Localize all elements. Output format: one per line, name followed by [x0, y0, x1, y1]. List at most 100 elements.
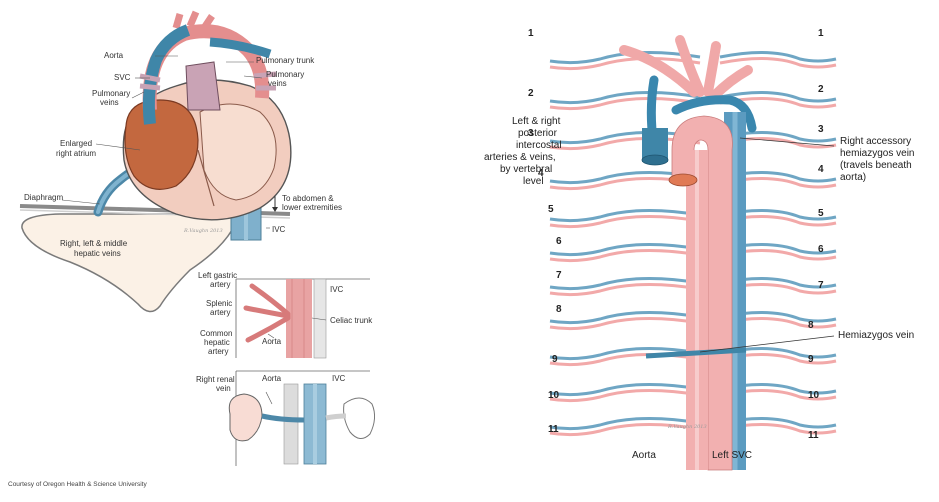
renal-aorta-label: Aorta — [262, 374, 282, 383]
down-arrow-icon — [272, 196, 278, 212]
celiac-aorta-label: Aorta — [262, 337, 282, 346]
right-vertebral-number: 5 — [818, 208, 824, 219]
left-vertebral-number: 10 — [548, 390, 560, 401]
right-vertebral-number: 4 — [818, 164, 824, 175]
left-vertebral-number: 2 — [528, 88, 534, 99]
left-intercostal-artery — [549, 96, 701, 111]
pulmonary-veins-right-label-2: veins — [268, 79, 287, 88]
left-intercostal-vein — [549, 90, 701, 105]
renal-aorta — [283, 383, 299, 465]
artist-signature: R.Vaughn 2013 — [183, 228, 223, 234]
intercostal-title-5: by vertebral — [500, 164, 552, 175]
enlarged-atrium-label-1: Enlarged — [60, 139, 92, 148]
common-hepatic-label-2: hepatic — [204, 338, 230, 347]
diaphragm-label: Diaphragm — [24, 193, 63, 202]
credit-text: Courtesy of Oregon Health & Science Univ… — [8, 481, 147, 488]
right-vertebral-number: 1 — [818, 28, 824, 39]
pulmonary-veins-left-label-2: veins — [100, 98, 119, 107]
left-gastric-label-2: artery — [210, 280, 230, 289]
left-vertebral-number: 6 — [556, 236, 562, 247]
left-vertebral-number: 8 — [556, 304, 562, 315]
right-accessory-label-3: (travels beneath — [840, 160, 912, 171]
right-intercostal-artery — [719, 57, 837, 69]
left-intercostal-vein — [549, 242, 701, 257]
right-vertebral-number: 7 — [818, 280, 824, 291]
left-intercostal-vein — [549, 208, 701, 223]
left-intercostal-artery — [549, 56, 701, 71]
intercostal-title-2: posterior — [518, 128, 558, 139]
spine-artist-signature: R.Vaughn 2013 — [667, 424, 707, 430]
right-vertebral-number: 9 — [808, 354, 814, 365]
svc-cut-end — [641, 154, 669, 166]
left-intercostal-vein — [549, 382, 701, 397]
enlarged-atrium-label-2: right atrium — [56, 149, 96, 158]
pulmonary-trunk-label: Pulmonary trunk — [256, 56, 315, 65]
renal-panel: Right renal vein Aorta IVC — [196, 370, 376, 466]
left-intercostal-artery — [549, 248, 701, 263]
right-accessory-label-1: Right accessory — [840, 136, 911, 147]
left-intercostal-artery — [549, 422, 701, 437]
celiac-trunk-label: Celiac trunk — [330, 316, 373, 325]
left-intercostal-vein — [549, 130, 701, 145]
spine-panel: Left & right posterior intercostal arter… — [484, 28, 914, 471]
right-accessory-label-2: hemiazygos vein — [840, 148, 914, 159]
heart-aorta-label: Aorta — [104, 51, 124, 60]
pulmonary-veins-right-label-1: Pulmonary — [266, 70, 304, 79]
intercostal-title-4: arteries & veins, — [484, 152, 556, 163]
heart-ivc-label: IVC — [272, 225, 286, 234]
left-intercostal-artery — [549, 316, 701, 331]
celiac-panel: Left gastric artery Splenic artery Commo… — [198, 271, 373, 359]
intercostal-title-1: Left & right — [512, 116, 561, 127]
common-hepatic-label-1: Common — [200, 329, 232, 338]
splenic-label-2: artery — [210, 308, 230, 317]
left-vertebral-number: 3 — [528, 128, 534, 139]
left-intercostal-vein — [549, 346, 701, 361]
left-intercostal-vein — [549, 50, 701, 65]
renal-ivc-label: IVC — [332, 374, 346, 383]
aorta-cut-end — [668, 173, 698, 187]
right-intercostal-artery — [719, 97, 837, 109]
right-vertebral-number: 3 — [818, 124, 824, 135]
pulmonary-trunk — [185, 61, 221, 111]
right-intercostal-vein — [719, 91, 837, 103]
right-atrium — [124, 99, 199, 190]
left-intercostal-vein — [549, 170, 701, 185]
to-abdomen-label-2: lower extremities — [282, 203, 342, 212]
right-vertebral-numbers: 1 2 3 4 5 6 7 8 9 10 11 — [808, 28, 824, 441]
right-intercostal-vein — [719, 51, 837, 63]
right-vertebral-number: 2 — [818, 84, 824, 95]
left-svc-label: Left SVC — [712, 450, 752, 461]
aortic-arch-branches — [619, 35, 753, 101]
left-intercostal-vein — [549, 276, 701, 291]
right-renal-label-1: Right renal — [196, 375, 235, 384]
right-vertebral-number: 8 — [808, 320, 814, 331]
pulmonary-veins-left-label-1: Pulmonary — [92, 89, 130, 98]
right-vertebral-number: 11 — [808, 430, 819, 441]
left-vertebral-number: 11 — [548, 424, 559, 435]
left-intercostal-vein — [549, 310, 701, 325]
left-vertebral-number: 4 — [538, 168, 544, 179]
hemiazygos-label: Hemiazygos vein — [838, 330, 914, 341]
arch-veins — [646, 75, 757, 135]
right-vertebral-number: 10 — [808, 390, 820, 401]
left-gastric-label-1: Left gastric — [198, 271, 237, 280]
to-abdomen-label-1: To abdomen & — [282, 194, 334, 203]
right-vertebral-number: 6 — [818, 244, 824, 255]
left-intercostal-artery — [549, 388, 701, 403]
kidney-illustration-right — [343, 397, 376, 439]
heart-svc-label: SVC — [114, 73, 131, 82]
left-vertebral-number: 1 — [528, 28, 534, 39]
left-vertebral-number: 9 — [552, 354, 558, 365]
hepatic-label-2: hepatic veins — [74, 249, 121, 258]
splenic-label-1: Splenic — [206, 299, 232, 308]
left-vertebral-number: 5 — [548, 204, 554, 215]
left-intercostal-artery — [549, 214, 701, 229]
right-accessory-label-4: aorta) — [840, 172, 866, 183]
hepatic-label-1: Right, left & middle — [60, 239, 128, 248]
left-intercostal-vein — [549, 416, 701, 431]
intercostal-title-3: intercostal — [516, 140, 562, 151]
left-intercostal-artery — [549, 136, 701, 151]
common-hepatic-label-3: artery — [208, 347, 228, 356]
